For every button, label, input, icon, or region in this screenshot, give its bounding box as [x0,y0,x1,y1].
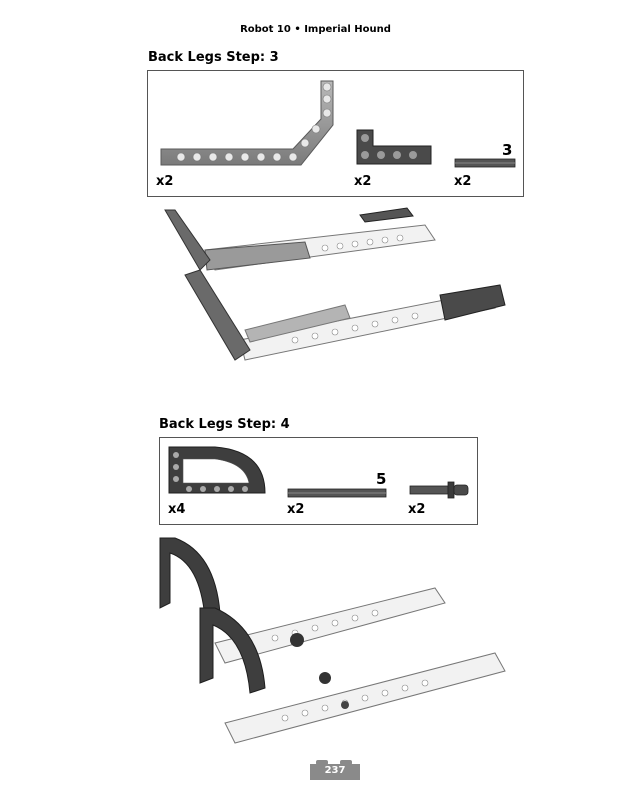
l-beam-qty: x2 [354,174,372,189]
step-3-assembly-illustration [164,207,506,361]
axle-pin-part [409,481,469,499]
page-number-badge: 237 [310,760,360,780]
page-header: Robot 10 • Imperial Hound [240,24,391,35]
axle-5-length: 5 [376,470,387,488]
step-4-assembly-illustration [159,537,506,744]
step-4-title: Back Legs Step: 4 [159,417,290,432]
curved-panel-part [168,446,266,494]
brick-icon [310,760,360,780]
axle-3-part [454,158,516,168]
l-beam-part [356,129,432,165]
axle-5-qty: x2 [287,502,305,517]
step-3-parts-box: x2 x2 3 x2 [147,70,524,197]
angled-beam-qty: x2 [156,174,174,189]
page-number: 237 [324,765,346,776]
axle-3-qty: x2 [454,174,472,189]
axle-3-length: 3 [502,141,513,159]
angled-beam-part [160,80,334,166]
axle-5-part [287,488,387,498]
step-4-parts-box: x4 5 x2 x2 [159,437,478,525]
curved-panel-qty: x4 [168,502,186,517]
step-3-title: Back Legs Step: 3 [148,50,279,65]
axle-pin-qty: x2 [408,502,426,517]
